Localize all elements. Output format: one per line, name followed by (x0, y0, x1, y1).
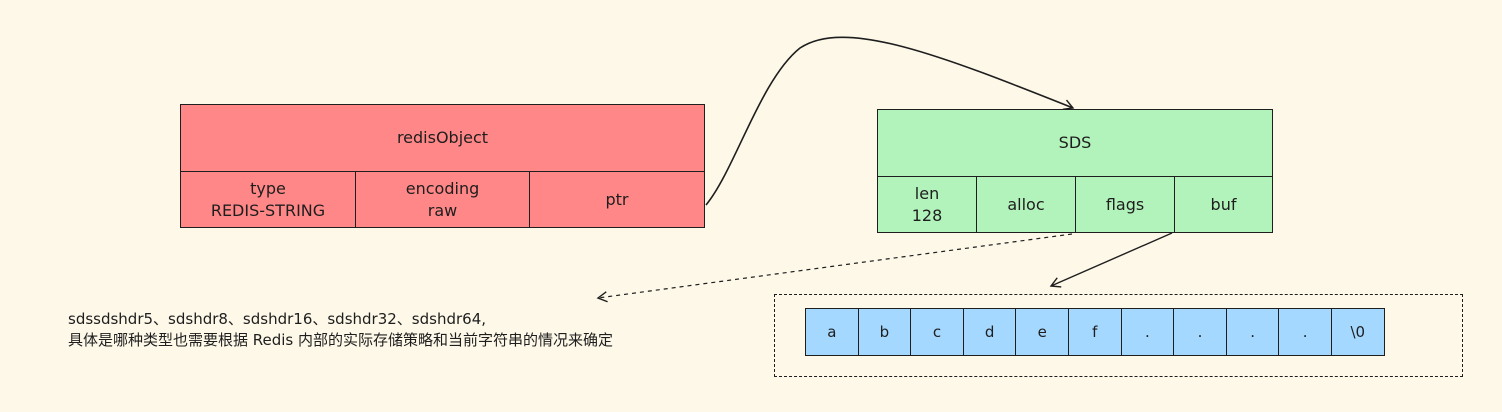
buf-to-buffer-arrow (1049, 232, 1173, 288)
sds-field-buf: buf (1174, 176, 1273, 233)
buffer-cell: b (857, 308, 912, 356)
field-label: encoding (405, 178, 480, 198)
field-label: type (250, 178, 286, 198)
sds-type-note: sdssdshdr5、sdshdr8、sdshdr16、sdshdr32、sds… (68, 309, 613, 351)
note-line-2: 具体是哪种类型也需要根据 Redis 内部的实际存储策略和当前字符串的情况来确定 (68, 331, 614, 349)
field-value: raw (427, 200, 458, 220)
redis-object-header: redisObject (180, 104, 705, 172)
buffer-cell: f (1068, 308, 1122, 356)
sds-field-len: len 128 (877, 176, 977, 233)
sds-field-alloc: alloc (976, 176, 1076, 233)
buffer-cell: \0 (1331, 308, 1385, 356)
field-label: len (914, 183, 940, 203)
field-label: buf (1210, 194, 1237, 214)
field-label: ptr (605, 189, 629, 209)
field-value: 128 (911, 205, 943, 225)
buffer-cell: e (1015, 308, 1069, 356)
buffer-cell: . (1278, 308, 1332, 356)
buffer-container (774, 294, 1463, 377)
note-line-1: sdssdshdr5、sdshdr8、sdshdr16、sdshdr32、sds… (68, 310, 487, 328)
field-label: alloc (1007, 194, 1045, 214)
redis-object-title: redisObject (396, 128, 489, 147)
redis-object-field-type: type REDIS-STRING (180, 171, 356, 228)
redis-object-field-encoding: encoding raw (355, 171, 530, 228)
buffer-cell: . (1173, 308, 1227, 356)
field-label: flags (1105, 194, 1145, 214)
flags-to-note-arrow (596, 233, 1073, 303)
buffer-cell: . (1225, 308, 1280, 356)
sds-header: SDS (877, 109, 1273, 177)
redis-object-field-ptr: ptr (529, 171, 705, 228)
ptr-to-sds-arrow (705, 36, 1075, 206)
sds-title: SDS (1058, 133, 1092, 152)
buffer-cell: a (805, 308, 859, 356)
field-value: REDIS-STRING (210, 200, 326, 220)
